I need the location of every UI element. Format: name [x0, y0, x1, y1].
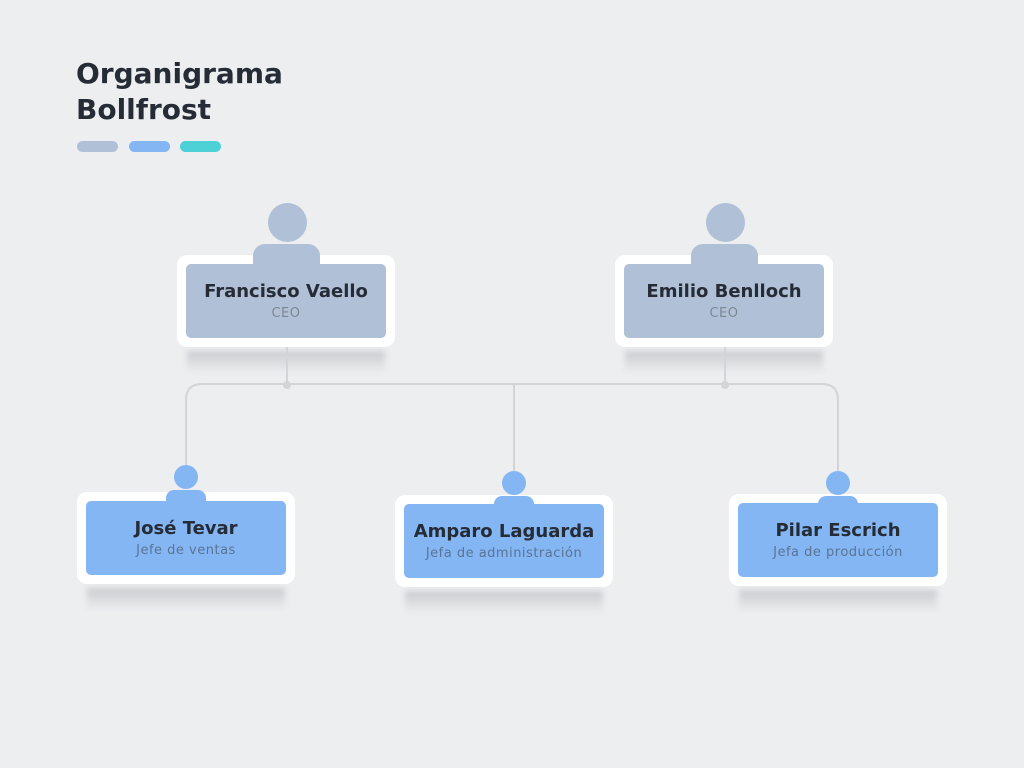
- decor-bar-blue: [129, 141, 170, 152]
- title-line-2: Bollfrost: [76, 93, 212, 126]
- decor-bar-teal: [180, 141, 221, 152]
- decor-bar-gray: [77, 141, 118, 152]
- connector-dot: [283, 381, 291, 389]
- node-role: Jefe de ventas: [136, 543, 236, 558]
- avatar-body-icon: [691, 244, 758, 266]
- connector-dot: [721, 381, 729, 389]
- node-role: Jefa de administración: [425, 546, 583, 561]
- node-role: Jefa de producción: [773, 545, 903, 560]
- org-node-emilio[interactable]: Emilio Benlloch CEO: [615, 255, 833, 373]
- avatar-icon: [706, 203, 745, 242]
- avatar-body-icon: [253, 244, 320, 266]
- avatar-icon: [174, 465, 198, 489]
- avatar-body-icon: [166, 490, 206, 503]
- avatar-body-icon: [818, 496, 858, 505]
- node-name: Emilio Benlloch: [646, 281, 802, 302]
- node-name: Amparo Laguarda: [413, 521, 595, 542]
- node-name: José Tevar: [134, 518, 238, 539]
- avatar-icon: [268, 203, 307, 242]
- org-node-francisco[interactable]: Francisco Vaello CEO: [177, 255, 395, 373]
- connector-horizontal: [185, 383, 839, 475]
- node-role: CEO: [271, 306, 301, 321]
- node-name: Pilar Escrich: [775, 520, 901, 541]
- title-line-1: Organigrama: [76, 57, 283, 90]
- avatar-icon: [826, 471, 850, 495]
- avatar-icon: [502, 471, 526, 495]
- node-role: CEO: [709, 306, 739, 321]
- org-node-pilar[interactable]: Pilar Escrich Jefa de producción: [729, 494, 947, 612]
- node-name: Francisco Vaello: [204, 281, 368, 302]
- avatar-body-icon: [494, 496, 534, 506]
- org-node-jose[interactable]: José Tevar Jefe de ventas: [77, 492, 295, 610]
- org-node-amparo[interactable]: Amparo Laguarda Jefa de administración: [395, 495, 613, 613]
